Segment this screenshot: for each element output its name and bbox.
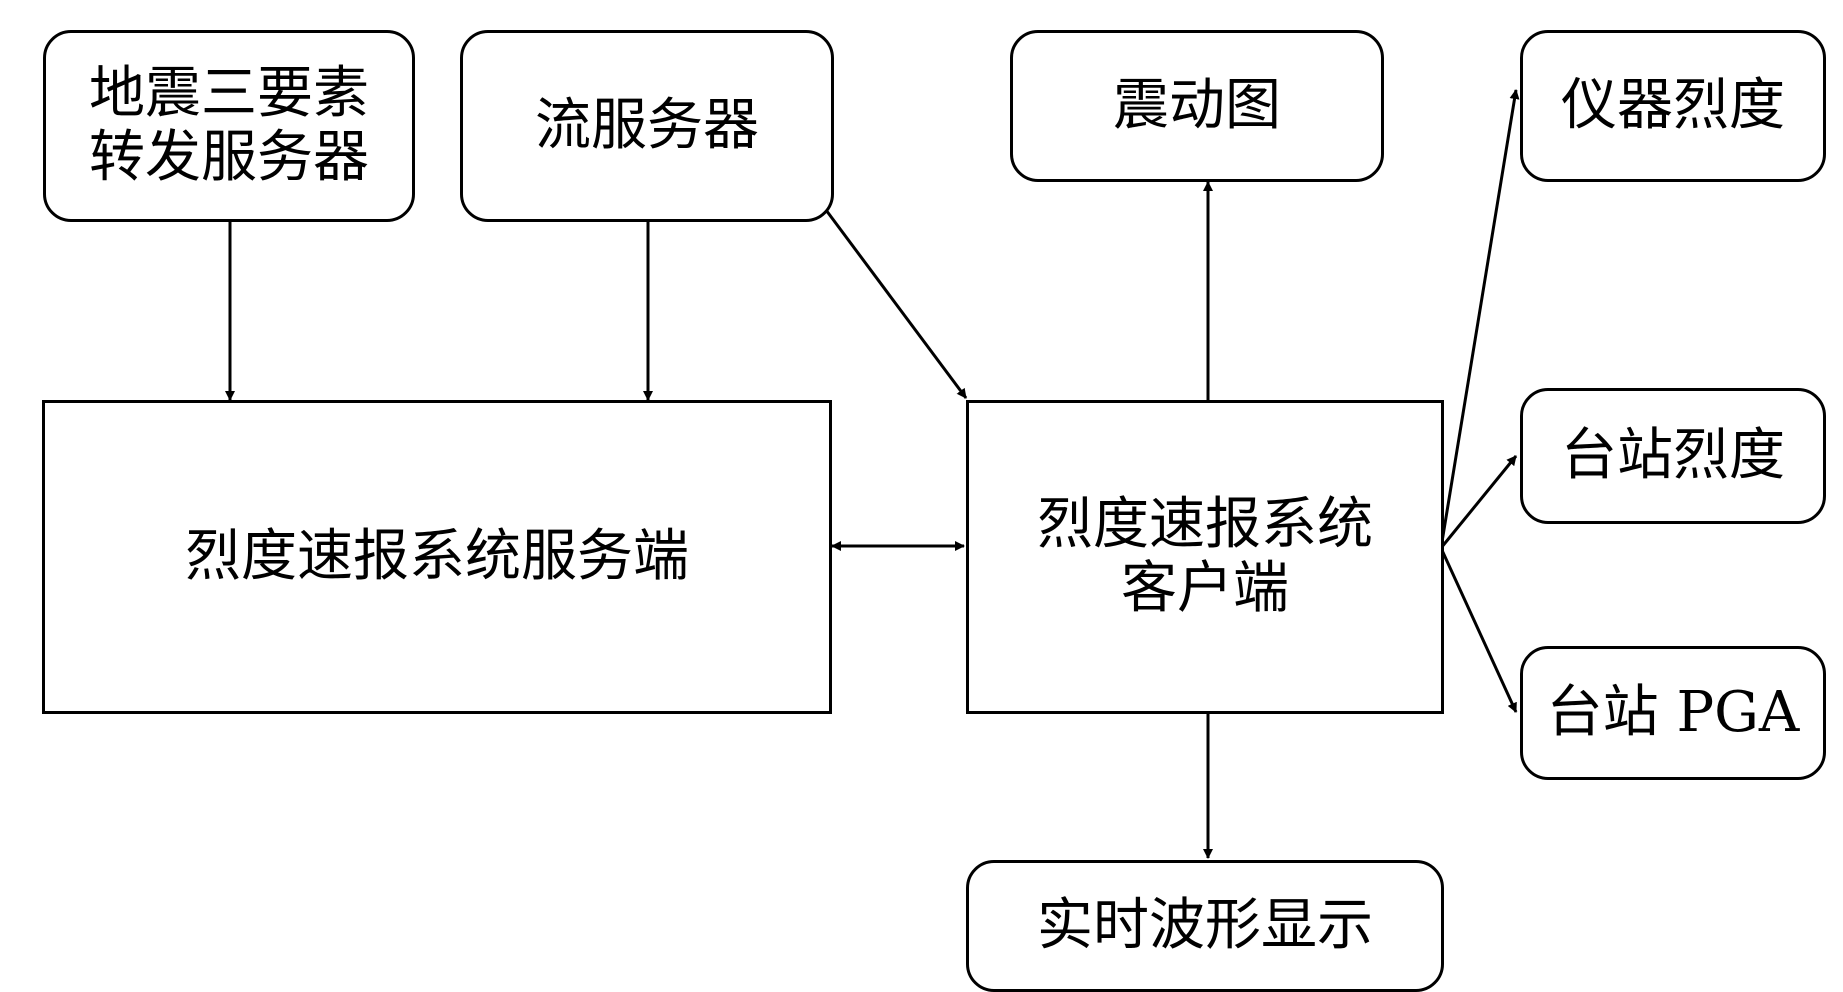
intensity-report-server-node: 烈度速报系统服务端 — [42, 400, 832, 714]
node-label: 实时波形显示 — [1037, 892, 1373, 958]
node-label: 震动图 — [1113, 72, 1281, 138]
station-intensity-node: 台站烈度 — [1520, 388, 1826, 524]
stream-server-node: 流服务器 — [460, 30, 834, 222]
edge-client-to-station-intensity — [1439, 455, 1518, 549]
node-label: 台站烈度 — [1561, 422, 1785, 488]
node-label: 地震三要素 — [89, 60, 369, 126]
edge-client-to-station-pga — [1439, 547, 1518, 713]
node-label: 流服务器 — [535, 92, 759, 158]
instrument-intensity-node: 仪器烈度 — [1520, 30, 1826, 182]
shakemap-node: 震动图 — [1010, 30, 1384, 182]
node-label: 台站 PGA — [1546, 679, 1800, 745]
seismic-parameters-forwarder-node: 地震三要素 转发服务器 — [43, 30, 415, 222]
intensity-report-client-node: 烈度速报系统 客户端 — [966, 400, 1444, 714]
node-label: 客户端 — [1121, 556, 1289, 621]
node-label: 仪器烈度 — [1561, 72, 1785, 138]
edge-client-to-instrument-intensity — [1439, 89, 1520, 549]
realtime-waveform-display-node: 实时波形显示 — [966, 860, 1444, 992]
edge-stream-to-client — [824, 209, 968, 399]
node-label: 转发服务器 — [89, 125, 369, 190]
node-label: 烈度速报系统服务端 — [185, 523, 689, 589]
node-label: 烈度速报系统 — [1037, 491, 1373, 557]
station-pga-node: 台站 PGA — [1520, 646, 1826, 780]
